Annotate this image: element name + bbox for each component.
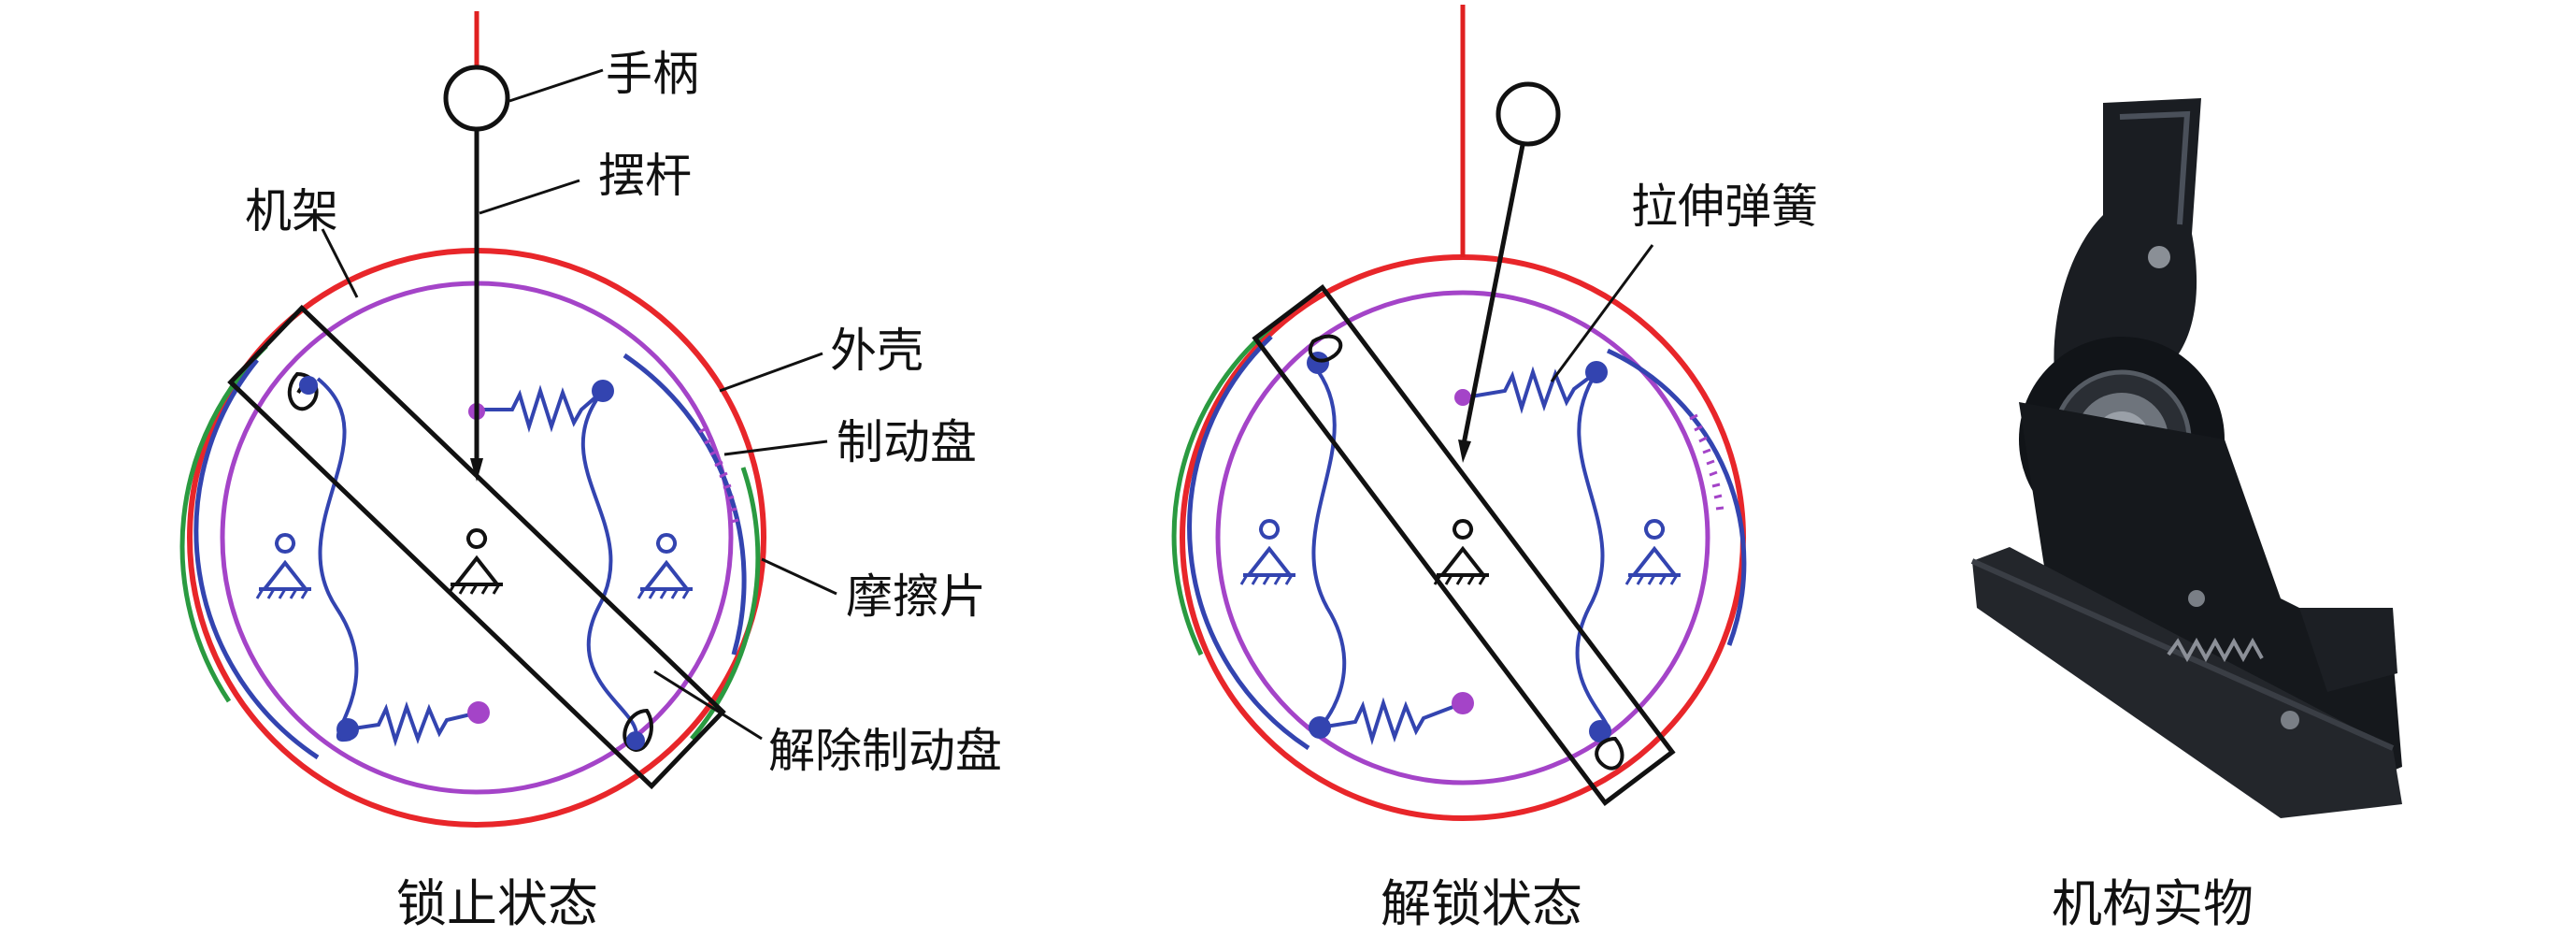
release-plate	[227, 304, 726, 790]
handle-circle	[443, 65, 510, 132]
brake-teeth-2	[1689, 413, 1724, 511]
mechanism-photo: 机构实物	[1970, 98, 2402, 933]
friction-pad-left	[179, 344, 268, 703]
unlocked-panel: 拉伸弹簧 解锁状态	[1171, 5, 1818, 933]
label-lever: 摆杆	[598, 149, 692, 203]
cam-slot-top-2	[1308, 334, 1343, 363]
lever-black-2	[1460, 139, 1526, 450]
brake-teeth	[698, 426, 739, 524]
link-left-2	[1311, 363, 1347, 731]
spring-top	[477, 384, 605, 433]
link-right-2	[1575, 370, 1610, 736]
friction-pad-right	[690, 467, 761, 741]
brake-shoe-right-2	[1606, 348, 1747, 646]
link-left	[316, 377, 359, 742]
release-plate-2	[1252, 284, 1676, 806]
brake-shoe-left-2	[1187, 335, 1310, 751]
label-handle: 手柄	[606, 47, 699, 101]
link-right	[580, 389, 638, 740]
label-frame: 机架	[245, 184, 338, 238]
caption-locked: 锁止状态	[396, 874, 598, 933]
label-release-disc: 解除制动盘	[768, 724, 1002, 778]
spring-bottom	[347, 700, 479, 747]
locked-panel: 手柄 摆杆 机架 外壳 制动盘 摩擦片 解除制动盘 锁止状态	[179, 11, 1002, 933]
brake-shoe-left	[193, 358, 320, 760]
spring-top-2	[1465, 366, 1598, 414]
label-brake-disc: 制动盘	[837, 415, 977, 469]
label-friction-pad: 摩擦片	[846, 569, 986, 624]
caption-unlocked: 解锁状态	[1381, 874, 1582, 933]
brake-disc-circle-2	[1215, 290, 1710, 785]
cam-slot-bottom-2	[1595, 736, 1624, 771]
handle-circle-2	[1496, 81, 1561, 147]
spring-bottom-2	[1319, 697, 1464, 745]
label-tension-spring: 拉伸弹簧	[1631, 180, 1818, 234]
label-housing: 外壳	[830, 324, 923, 378]
friction-pad-left-2	[1171, 325, 1273, 656]
caption-photo: 机构实物	[2052, 874, 2254, 933]
